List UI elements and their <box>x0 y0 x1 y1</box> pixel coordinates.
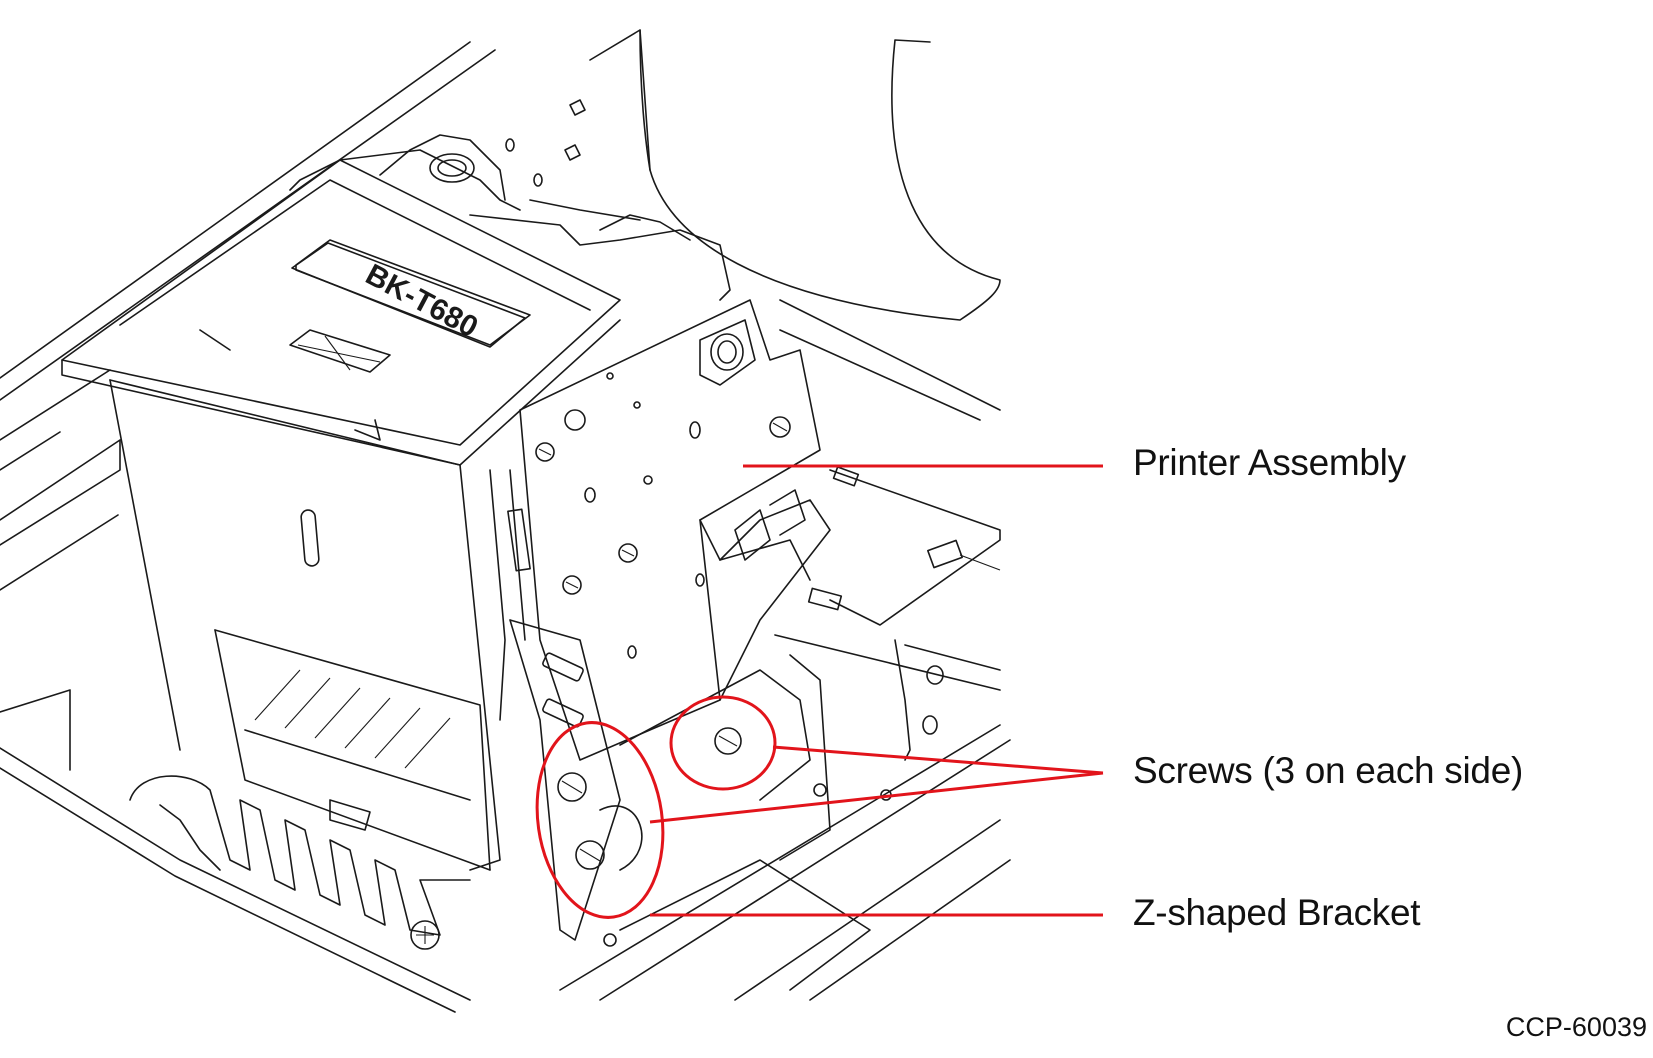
callout-screws: Screws (3 on each side) <box>1133 750 1524 791</box>
screws-leader-lower <box>649 771 1104 824</box>
screws-highlight-left <box>535 721 665 919</box>
panel-screws <box>535 416 791 595</box>
circuit-board <box>807 466 1001 626</box>
chassis-vents <box>505 99 586 187</box>
callout-printer-assembly: Printer Assembly <box>1133 442 1406 483</box>
screws-leader-upper <box>772 745 1104 775</box>
base-bracket-right <box>619 639 944 991</box>
figure-id: CCP-60039 <box>1505 1012 1647 1042</box>
printer-body: BK-T680 <box>61 134 892 950</box>
model-label: BK-T680 <box>360 258 483 344</box>
bracket-screws <box>557 727 742 870</box>
paper-guide-ribs <box>254 669 451 769</box>
paper-roll <box>589 29 1001 321</box>
screws-highlight-right <box>669 695 777 791</box>
callout-lines <box>535 464 1104 919</box>
chassis-outline <box>0 41 1011 1013</box>
cutter-teeth <box>129 775 471 936</box>
callout-z-bracket: Z-shaped Bracket <box>1133 892 1421 933</box>
